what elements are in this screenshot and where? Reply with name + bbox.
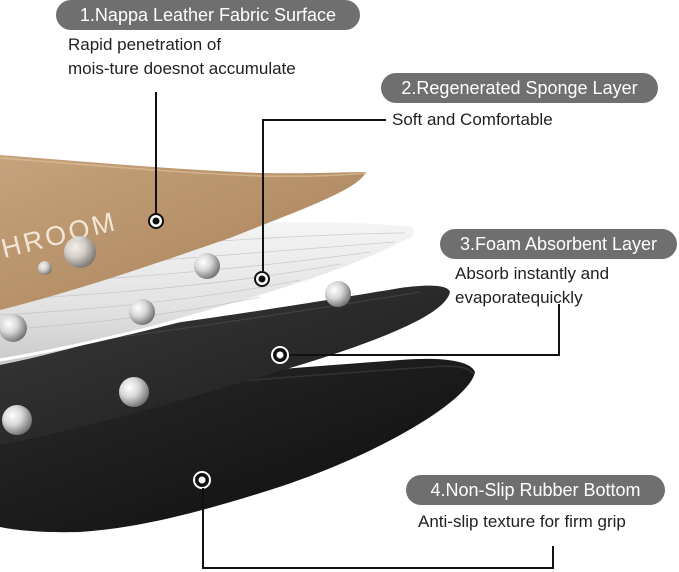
water-droplet-icon [38, 261, 52, 275]
layer-1-title: 1.Nappa Leather Fabric Surface [56, 0, 360, 30]
water-droplet-icon [325, 281, 351, 307]
layer-3-description-line-2: evaporatequickly [455, 288, 583, 307]
leader-line-4-vertical-left [202, 488, 204, 569]
water-droplets [0, 236, 351, 435]
water-droplet-icon [2, 405, 32, 435]
leader-line-1 [155, 92, 157, 214]
layer-2-description-line-1: Soft and Comfortable [392, 110, 553, 129]
leader-line-4-vertical-right [552, 546, 554, 569]
layer-4-description-line-1: Anti-slip texture for firm grip [418, 512, 626, 531]
foam-layer [0, 285, 450, 445]
leader-line-3-vertical [558, 304, 560, 356]
layer-1-description-line-2: mois-ture doesnot accumulate [68, 59, 296, 78]
callout-markers [148, 213, 289, 489]
water-droplet-icon [194, 253, 220, 279]
leader-line-4-horizontal [202, 567, 554, 569]
leader-line-2-vertical [262, 119, 264, 272]
water-droplet-icon [0, 314, 27, 342]
layer-3-description-line-1: Absorb instantly and [455, 264, 610, 283]
leather-layer [0, 155, 366, 310]
marker-dot-icon [198, 476, 206, 484]
leader-line-3-horizontal [289, 354, 560, 356]
water-droplet-icon [64, 236, 96, 268]
layer-1-description-line-1: Rapid penetration of [68, 35, 222, 54]
marker-dot-icon [152, 217, 160, 225]
water-droplet-icon [119, 377, 149, 407]
water-droplet-icon [129, 299, 155, 325]
marker-dot-icon [258, 275, 266, 283]
layer-4-title: 4.Non-Slip Rubber Bottom [406, 475, 665, 505]
layer-2-title: 2.Regenerated Sponge Layer [381, 73, 658, 103]
marker-dot-icon [276, 351, 284, 359]
leader-line-2-horizontal [262, 119, 386, 121]
layer-3-title: 3.Foam Absorbent Layer [440, 229, 677, 259]
